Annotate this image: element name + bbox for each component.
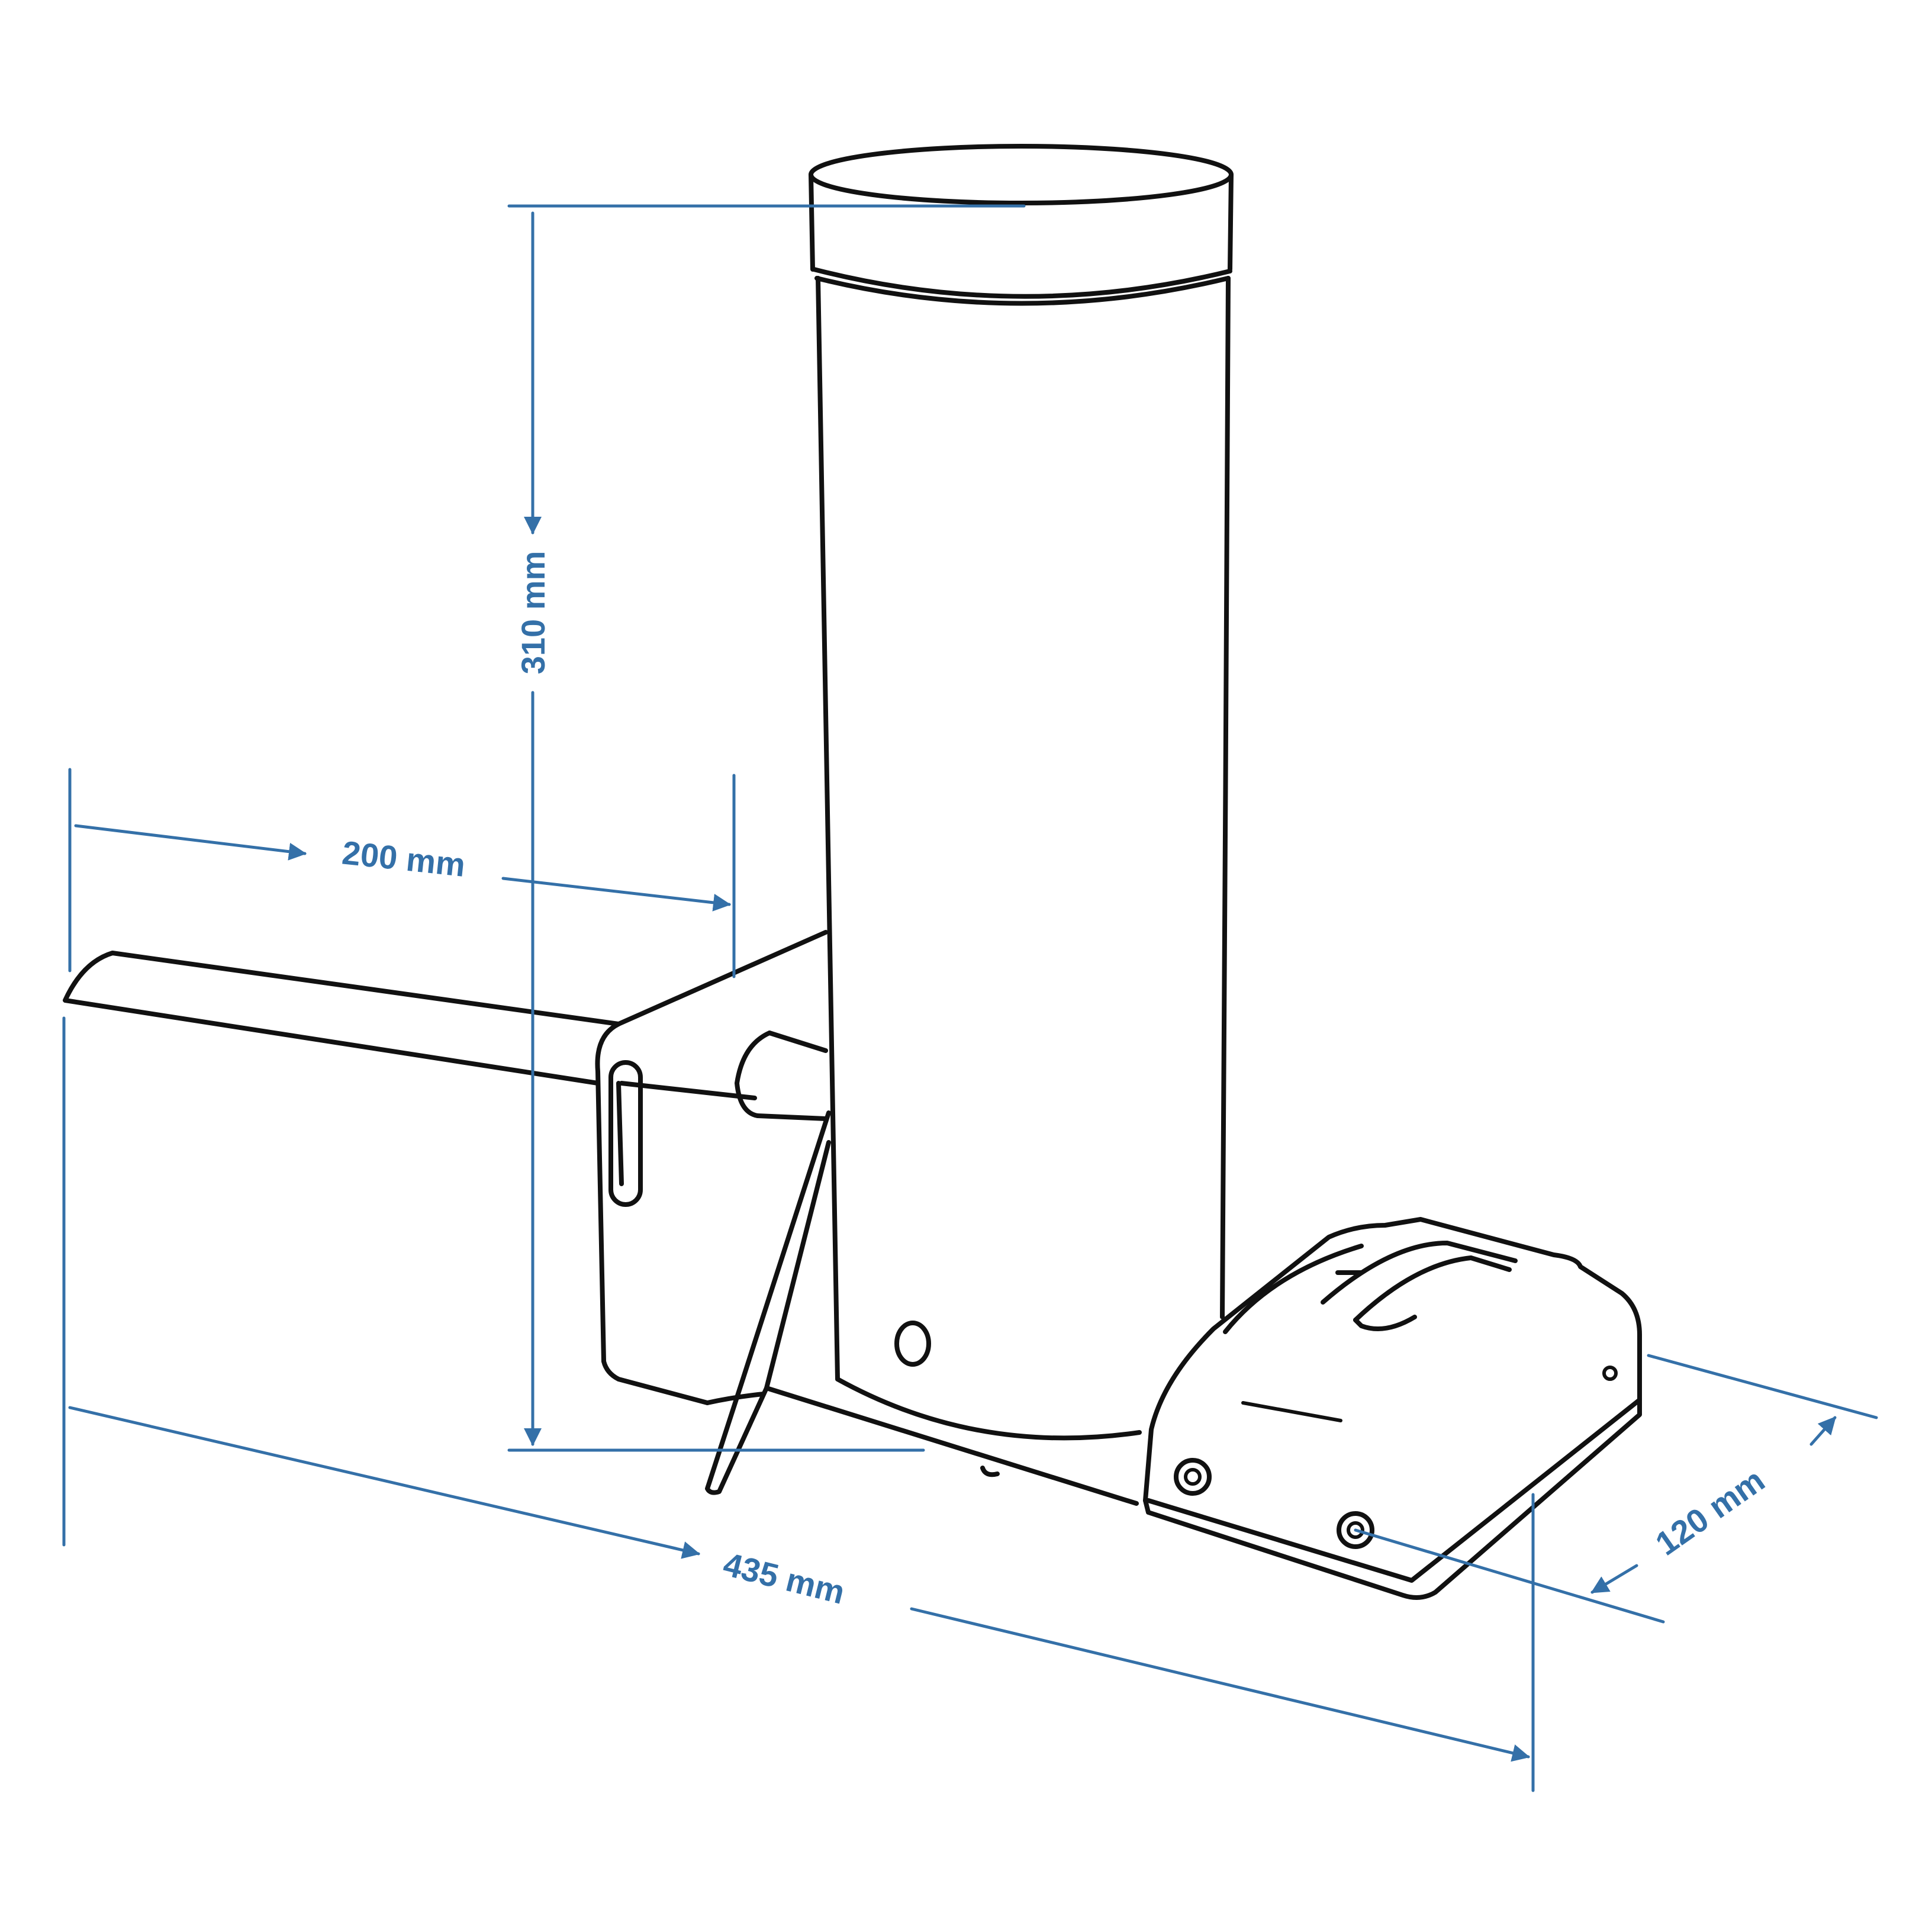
cylinder-bolt-hole: [894, 1321, 931, 1367]
overall-length-label: 435 mm: [720, 1545, 849, 1611]
housing-screw-right: [1337, 1511, 1374, 1549]
depth-dimension: 120 mm: [1354, 1354, 1878, 1624]
arm-length-dimension: 200 mm: [68, 768, 736, 978]
side-bracket: [595, 930, 828, 1405]
arm-length-label: 200 mm: [340, 833, 467, 883]
motor-housing: [1143, 1217, 1642, 1600]
height-label: 310 mm: [514, 551, 552, 675]
dimension-lines: 310 mm 200 mm 435 mm 120 mm: [62, 204, 1878, 1792]
product-outline: [63, 144, 1642, 1600]
height-dimension: 310 mm: [507, 204, 1026, 1452]
bracket-slot: [608, 1060, 643, 1207]
support-strut: [705, 1110, 1139, 1506]
overall-length-dimension: 435 mm: [62, 1016, 1535, 1792]
cylinder: [809, 144, 1234, 1441]
horizontal-arm: [63, 951, 621, 1086]
housing-screw-left: [1174, 1458, 1212, 1496]
housing-vent: [1602, 1366, 1618, 1381]
depth-label: 120 mm: [1648, 1461, 1771, 1562]
